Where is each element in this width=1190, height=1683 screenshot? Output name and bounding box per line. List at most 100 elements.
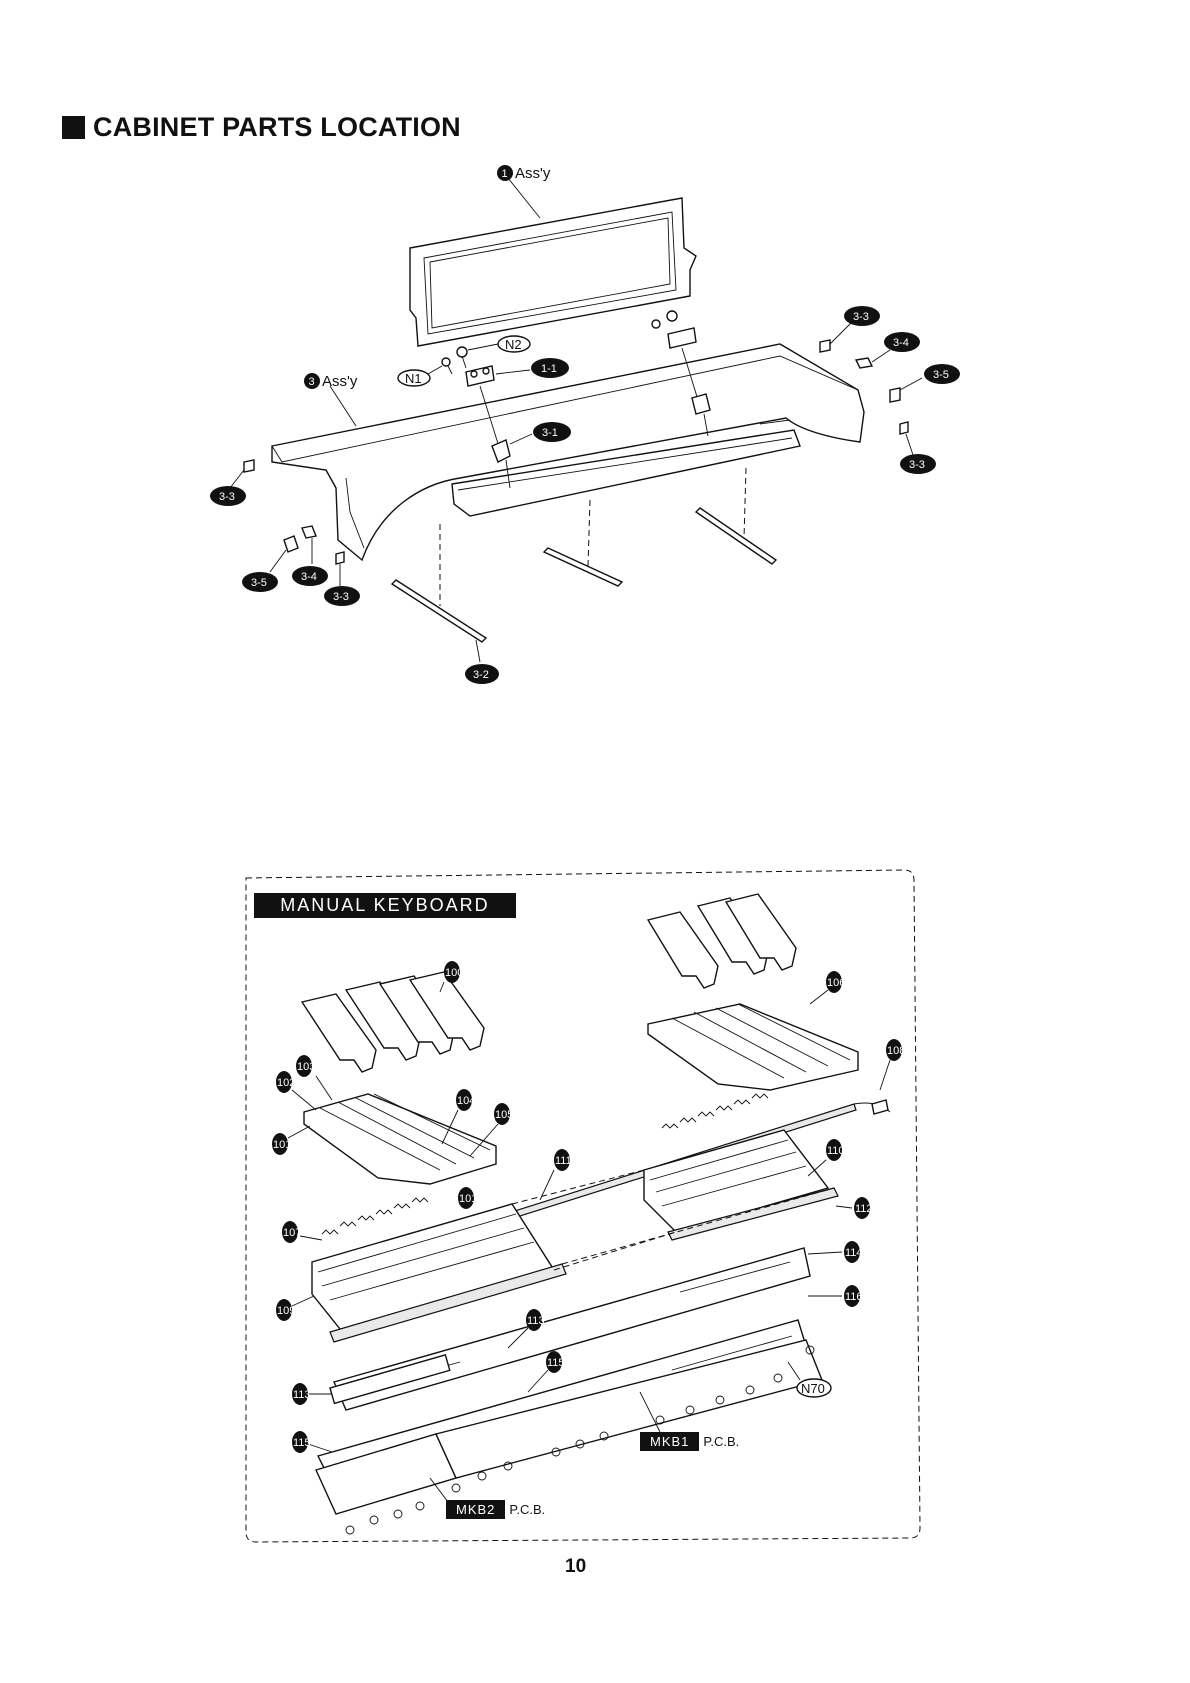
- callout-100: 100: [444, 961, 463, 983]
- leader-101a: [288, 1126, 310, 1138]
- leader-cabinet: [330, 386, 356, 426]
- mkb1-tag: MKB1: [640, 1432, 699, 1451]
- chassis-right: [644, 1130, 838, 1240]
- svg-text:1-1: 1-1: [541, 363, 557, 375]
- leader-106: [810, 990, 828, 1004]
- leader-114: [808, 1252, 842, 1254]
- svg-text:3-3: 3-3: [853, 311, 869, 323]
- svg-text:108: 108: [887, 1045, 905, 1057]
- svg-text:1: 1: [502, 168, 508, 180]
- bracket-3-3-right-bottom: [900, 422, 914, 458]
- svg-text:3-5: 3-5: [933, 369, 949, 381]
- callout-114: 114: [844, 1241, 863, 1263]
- svg-text:116: 116: [845, 1291, 863, 1303]
- leader-111: [540, 1170, 554, 1200]
- svg-text:3: 3: [309, 376, 315, 388]
- screw-n1: [442, 358, 452, 374]
- callout-3-4-left: 3-4: [292, 566, 328, 586]
- callout-113-b: 113: [292, 1383, 311, 1405]
- callout-101-b: 101: [458, 1187, 477, 1209]
- svg-text:101: 101: [273, 1139, 291, 1151]
- svg-text:114: 114: [845, 1247, 863, 1259]
- svg-text:105: 105: [495, 1109, 513, 1121]
- bracket-3-3-bottom: [336, 552, 344, 586]
- callout-3-3-right-top: 3-3: [844, 306, 880, 326]
- leader-103: [316, 1076, 332, 1100]
- svg-text:3-4: 3-4: [893, 337, 909, 349]
- callout-104: 104: [456, 1089, 475, 1111]
- bracket-3-5-left: [270, 536, 298, 572]
- callout-116: 116: [844, 1285, 863, 1307]
- svg-text:109: 109: [277, 1305, 295, 1317]
- svg-text:3-5: 3-5: [251, 577, 267, 589]
- callout-103: 103: [296, 1055, 315, 1077]
- black-keys-left: [302, 972, 484, 1072]
- callout-3-3-bottom: 3-3: [324, 586, 360, 606]
- callout-1-1: 1-1: [531, 358, 569, 378]
- leader-107: [300, 1236, 322, 1240]
- svg-text:113: 113: [527, 1315, 545, 1327]
- callout-112: 112: [854, 1197, 873, 1219]
- page-number: 10: [565, 1556, 586, 1578]
- label-cabinet-assy: Ass'y: [322, 373, 358, 390]
- cabinet-drawing: 1 Ass'y 3 Ass'y: [210, 165, 960, 684]
- svg-text:115: 115: [547, 1357, 565, 1369]
- label-n2: N2: [505, 337, 522, 352]
- bracket-3-3-left: [230, 460, 254, 488]
- svg-text:101: 101: [459, 1193, 477, 1205]
- leader-115a: [528, 1370, 548, 1392]
- callout-cabinet: 3: [304, 373, 320, 389]
- mkb1-suffix: P.C.B.: [703, 1434, 739, 1449]
- label-n1: N1: [405, 371, 422, 386]
- callout-115-a: 115: [546, 1351, 565, 1373]
- manual-keyboard-banner: MANUAL KEYBOARD: [254, 893, 516, 918]
- svg-text:3-4: 3-4: [301, 571, 317, 583]
- callout-3-3-left: 3-3: [210, 486, 246, 506]
- callout-3-2: 3-2: [465, 664, 499, 684]
- black-keys-right: [648, 894, 796, 988]
- callout-110: 110: [826, 1139, 845, 1161]
- svg-text:115: 115: [293, 1437, 311, 1449]
- cabinet-body: [272, 344, 864, 560]
- callout-105: 105: [494, 1103, 513, 1125]
- mkb2-pcb-label: MKB2 P.C.B.: [446, 1500, 545, 1519]
- mkb2-suffix: P.C.B.: [509, 1502, 545, 1517]
- callout-3-3-right-bottom: 3-3: [900, 454, 936, 474]
- callout-3-4-right: 3-4: [884, 332, 920, 352]
- svg-text:113: 113: [293, 1389, 311, 1401]
- svg-text:111: 111: [555, 1155, 572, 1167]
- bracket-3-3-right-top: [820, 322, 852, 352]
- leader-108: [880, 1060, 890, 1090]
- bracket-3-4-right: [856, 350, 890, 368]
- leader-music-rest: [508, 178, 540, 218]
- svg-text:107: 107: [283, 1227, 301, 1239]
- label-n70: N70: [801, 1381, 825, 1396]
- mkb1-pcb-label: MKB1 P.C.B.: [640, 1432, 739, 1451]
- callout-3-1: 3-1: [533, 422, 571, 442]
- svg-text:3-3: 3-3: [219, 491, 235, 503]
- leader-102: [292, 1090, 316, 1110]
- svg-text:102: 102: [277, 1077, 295, 1089]
- callout-3-5-left: 3-5: [242, 572, 278, 592]
- leader-115b: [308, 1444, 332, 1452]
- white-keys-right: [648, 1004, 858, 1090]
- screw-n2: [457, 347, 467, 368]
- bracket-3-4-left: [302, 526, 316, 564]
- callout-108: 108: [886, 1039, 905, 1061]
- svg-text:3-2: 3-2: [473, 669, 489, 681]
- callout-107: 107: [282, 1221, 301, 1243]
- svg-text:3-1: 3-1: [542, 427, 558, 439]
- callout-3-5-right: 3-5: [924, 364, 960, 384]
- callout-music-rest: 1: [497, 165, 513, 181]
- bracket-3-5-right: [890, 378, 922, 402]
- leader-112: [836, 1206, 852, 1208]
- callout-115-b: 115: [292, 1431, 311, 1453]
- svg-text:103: 103: [297, 1061, 315, 1073]
- svg-text:110: 110: [827, 1145, 845, 1157]
- label-music-rest-assy: Ass'y: [515, 165, 551, 182]
- svg-text:104: 104: [457, 1095, 475, 1107]
- svg-text:3-3: 3-3: [909, 459, 925, 471]
- callout-109: 109: [276, 1299, 295, 1321]
- svg-text:112: 112: [855, 1203, 873, 1215]
